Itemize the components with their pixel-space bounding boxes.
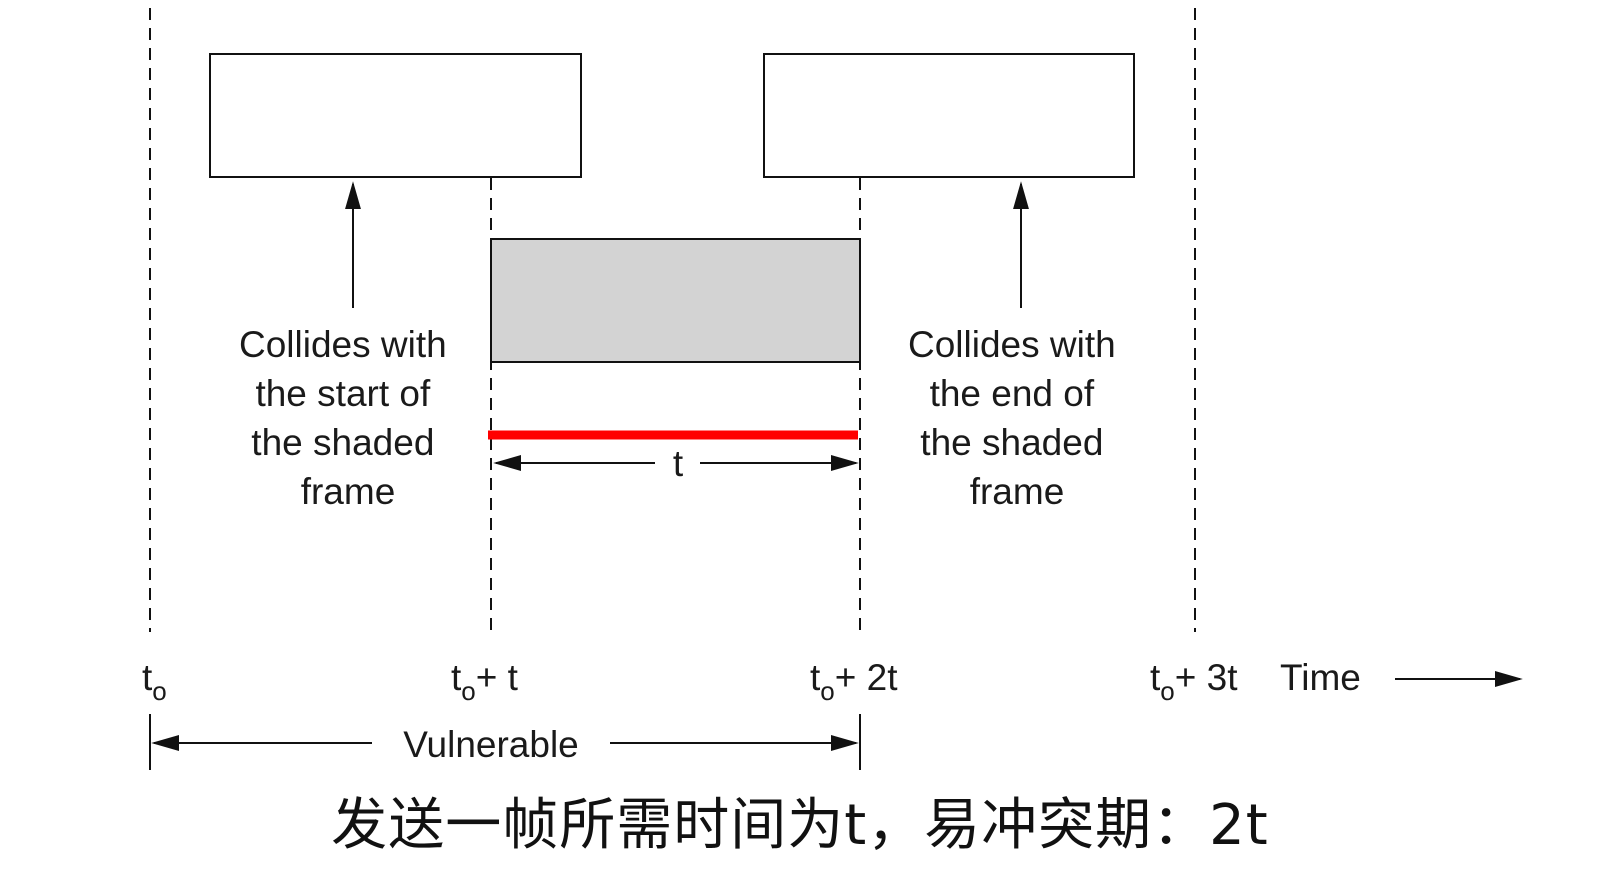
shaded-frame: [490, 238, 861, 363]
tick-label-t0: to: [142, 657, 167, 706]
time-axis-label: Time: [1280, 657, 1361, 698]
left-colliding-frame: [209, 53, 582, 178]
vulnerable-label: Vulnerable: [403, 724, 579, 765]
right-colliding-frame: [763, 53, 1135, 178]
tick-label-t0-plus-3t: to+ 3t: [1150, 657, 1238, 706]
left-callout-text: Collides with the start of the shaded fr…: [239, 324, 457, 512]
caption: 发送一帧所需时间为t，易冲突期：2t: [331, 793, 1269, 858]
duration-label: t: [673, 443, 684, 484]
right-callout-text: Collides with the end of the shaded fram…: [908, 324, 1126, 512]
tick-label-t0-plus-2t: to+ 2t: [810, 657, 898, 706]
tick-label-t0-plus-t: to+ t: [451, 657, 519, 706]
